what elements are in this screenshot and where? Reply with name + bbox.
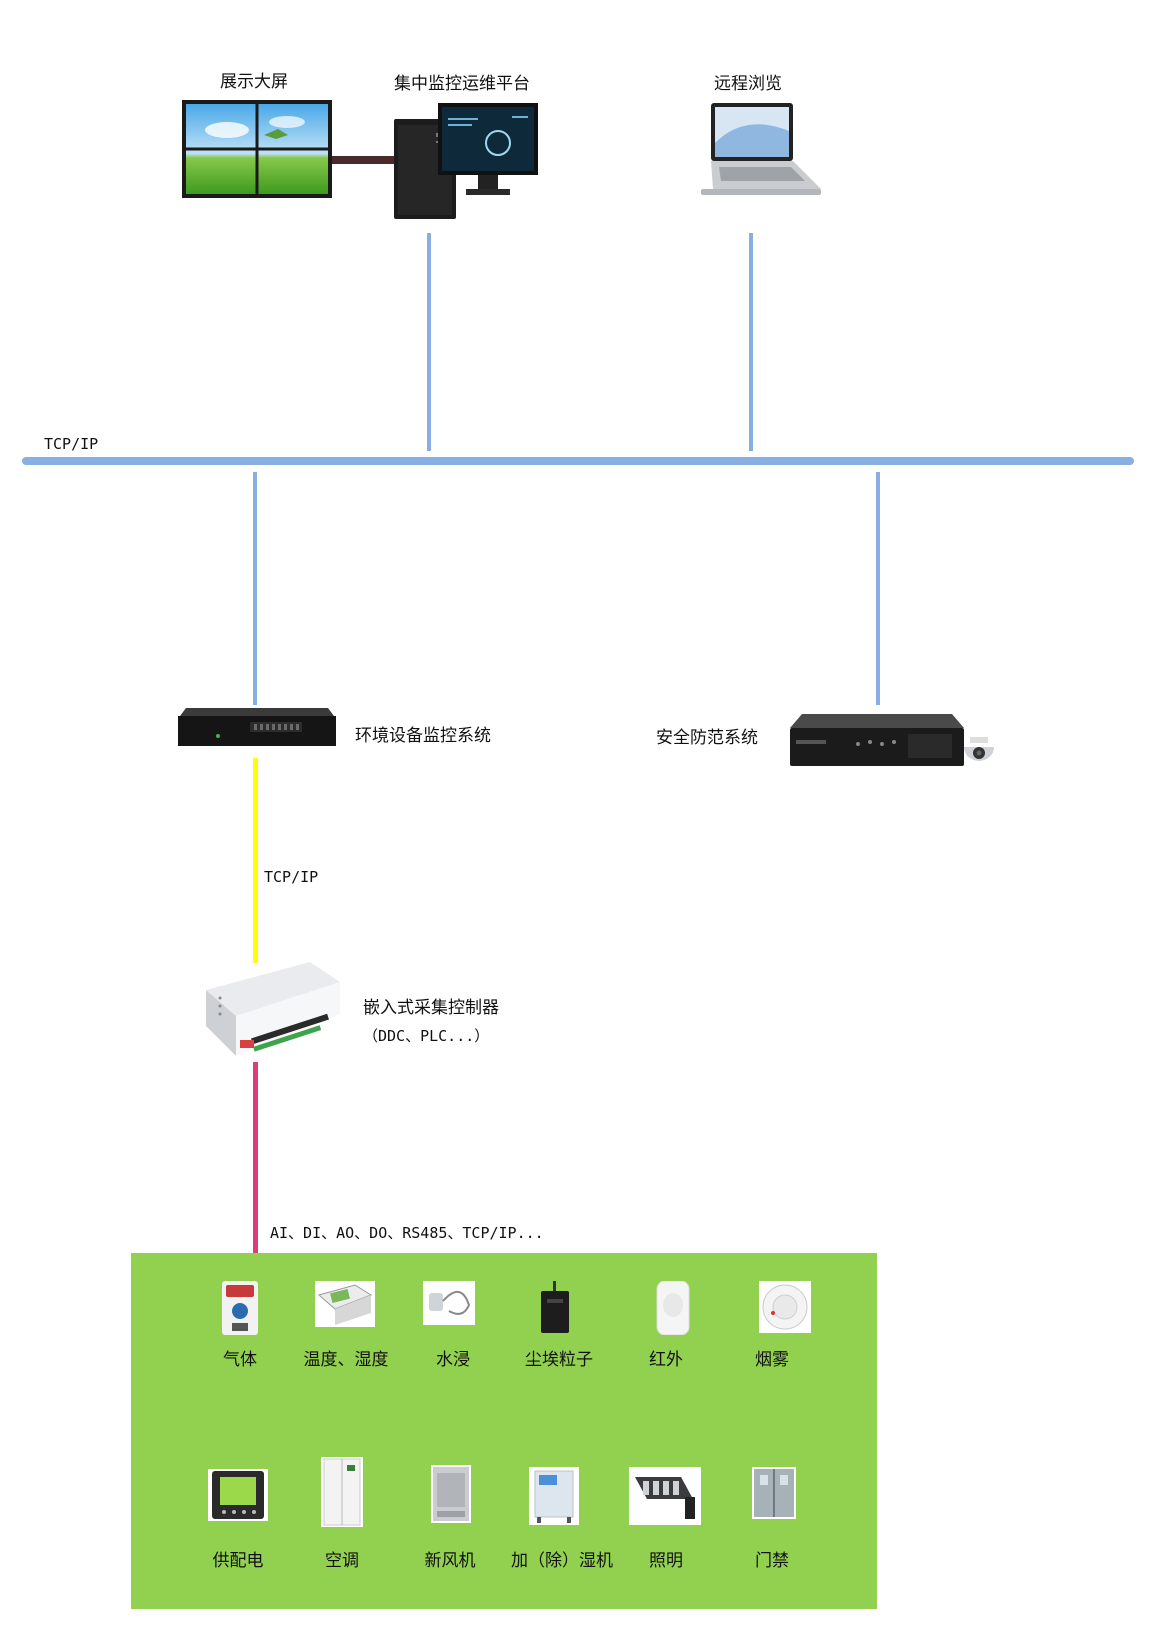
laptop-icon bbox=[701, 103, 821, 195]
platform-network-link bbox=[427, 233, 431, 451]
lighting-icon bbox=[629, 1467, 701, 1525]
io-label: AI、DI、AO、DO、RS485、TCP/IP... bbox=[270, 1224, 544, 1242]
fresh-air-unit-icon bbox=[431, 1465, 471, 1523]
tcp-ip-backbone bbox=[22, 457, 1134, 465]
controller-tcp-link bbox=[253, 758, 258, 963]
device-label-humidifier: 加（除）湿机 bbox=[511, 1551, 613, 1571]
display-cable bbox=[332, 156, 394, 164]
io-link bbox=[253, 1062, 258, 1254]
security-network-link bbox=[876, 472, 880, 705]
central-platform-label: 集中监控运维平台 bbox=[394, 74, 530, 94]
dome-camera-icon bbox=[964, 737, 994, 761]
device-label-temp-humidity: 温度、湿度 bbox=[303, 1350, 389, 1370]
particle-counter-icon bbox=[541, 1281, 569, 1333]
device-label-water-leak: 水浸 bbox=[436, 1350, 470, 1370]
video-wall-icon bbox=[182, 100, 332, 198]
desktop-computer-icon bbox=[394, 103, 538, 219]
humidifier-icon bbox=[529, 1467, 579, 1525]
device-label-gas: 气体 bbox=[223, 1350, 257, 1370]
field-device-panel: 气体 温度、湿度 水浸 尘埃粒子 红外 烟雾 供 bbox=[131, 1253, 877, 1609]
env-monitor-label: 环境设备监控系统 bbox=[355, 726, 491, 746]
device-label-fresh-air: 新风机 bbox=[424, 1551, 476, 1571]
embedded-controller-icon bbox=[206, 962, 340, 1056]
power-meter-icon bbox=[208, 1469, 268, 1521]
device-label-lighting: 照明 bbox=[649, 1551, 683, 1571]
security-system-label: 安全防范系统 bbox=[656, 728, 758, 748]
thermo-hygrometer-icon bbox=[315, 1281, 375, 1327]
nvr-recorder-icon bbox=[790, 714, 964, 766]
air-conditioner-icon bbox=[321, 1457, 363, 1527]
device-label-particle: 尘埃粒子 bbox=[525, 1350, 593, 1370]
tcp-link-label: TCP/IP bbox=[264, 868, 319, 886]
display-wall-label: 展示大屏 bbox=[220, 72, 288, 92]
gas-detector-icon bbox=[222, 1281, 258, 1335]
device-label-ac: 空调 bbox=[325, 1551, 359, 1571]
smoke-detector-icon bbox=[759, 1281, 811, 1333]
remote-browse-label: 远程浏览 bbox=[714, 74, 782, 94]
env-network-link bbox=[253, 472, 257, 705]
backbone-label: TCP/IP bbox=[44, 435, 99, 453]
device-label-infrared: 红外 bbox=[649, 1350, 683, 1370]
remote-network-link bbox=[749, 233, 753, 451]
device-label-power: 供配电 bbox=[212, 1551, 264, 1571]
controller-subtitle: （DDC、PLC...） bbox=[363, 1027, 490, 1045]
device-label-access: 门禁 bbox=[755, 1551, 789, 1571]
infrared-detector-icon bbox=[656, 1281, 690, 1335]
device-label-smoke: 烟雾 bbox=[755, 1350, 789, 1370]
water-leak-sensor-icon bbox=[423, 1281, 475, 1325]
env-monitor-host-icon bbox=[178, 708, 336, 746]
controller-name: 嵌入式采集控制器 bbox=[363, 998, 499, 1018]
access-door-icon bbox=[752, 1467, 796, 1519]
